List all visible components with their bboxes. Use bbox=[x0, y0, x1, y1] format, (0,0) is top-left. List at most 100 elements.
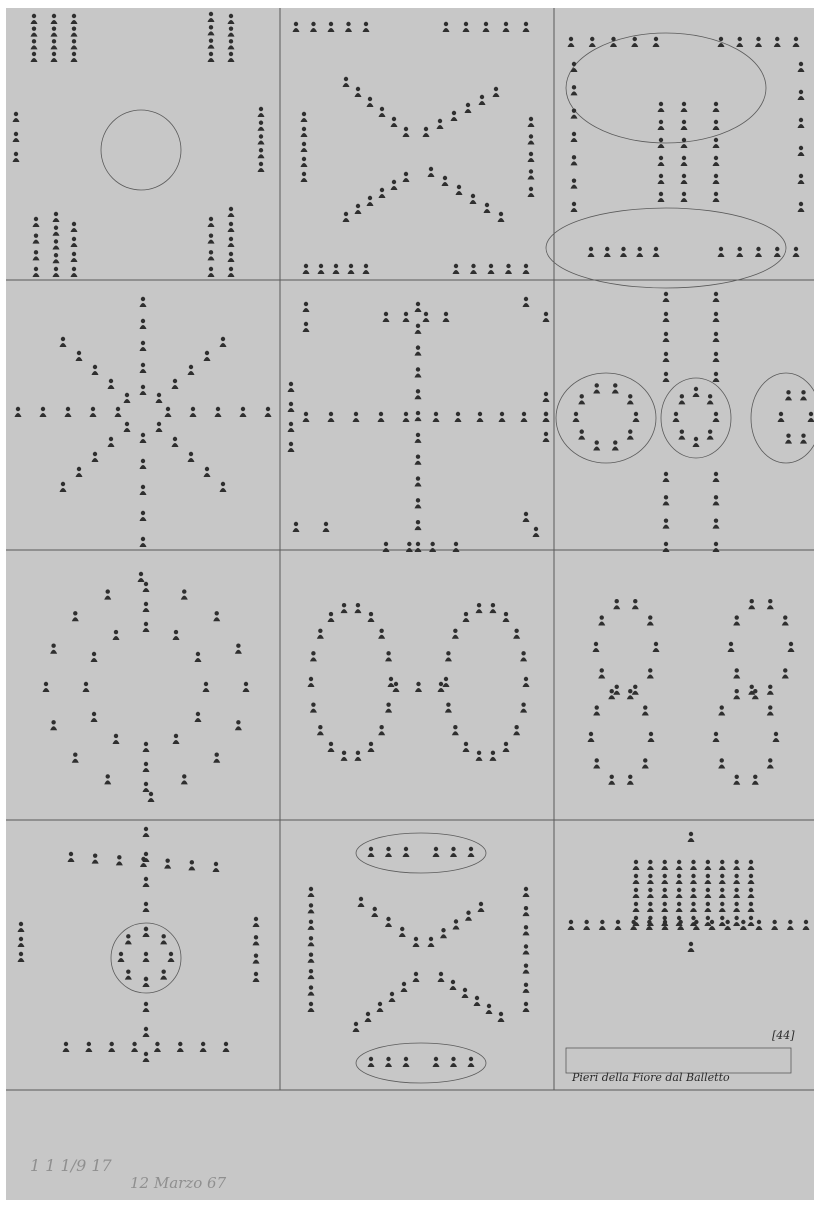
dancer-mark bbox=[403, 412, 410, 422]
dancer-mark bbox=[713, 542, 720, 552]
dancer-mark bbox=[663, 495, 670, 505]
dancer-mark bbox=[428, 937, 435, 947]
dancer-mark bbox=[140, 385, 147, 395]
dancer-mark bbox=[323, 522, 330, 532]
dancer-mark bbox=[676, 888, 683, 898]
dancer-mark bbox=[188, 365, 195, 375]
dancer-mark bbox=[463, 742, 470, 752]
drawing-sheet: [44] Pieri della Fiore dal Balletto 1 1 … bbox=[6, 8, 814, 1200]
dancer-mark bbox=[368, 612, 375, 622]
dancer-mark bbox=[72, 753, 79, 763]
dancer-mark bbox=[713, 192, 720, 202]
dancer-mark bbox=[328, 612, 335, 622]
dancer-mark bbox=[253, 935, 260, 945]
dancer-mark bbox=[443, 312, 450, 322]
dancer-mark bbox=[523, 944, 530, 954]
dancer-mark bbox=[288, 442, 295, 452]
dancer-mark bbox=[53, 239, 60, 249]
dancer-mark bbox=[543, 312, 550, 322]
dancer-mark bbox=[736, 37, 743, 47]
dancer-mark bbox=[593, 383, 600, 393]
dancer-mark bbox=[476, 751, 483, 761]
dancer-mark bbox=[258, 134, 265, 144]
dancer-mark bbox=[406, 542, 413, 552]
dancer-mark bbox=[608, 775, 615, 785]
dancer-mark bbox=[318, 264, 325, 274]
dancer-mark bbox=[661, 874, 668, 884]
dancer-mark bbox=[653, 247, 660, 257]
dancer-mark bbox=[647, 888, 654, 898]
dancer-mark bbox=[143, 742, 150, 752]
dancer-mark bbox=[433, 847, 440, 857]
dancer-mark bbox=[767, 685, 774, 695]
dancer-mark bbox=[782, 668, 789, 678]
dancer-mark bbox=[523, 677, 530, 687]
dancer-mark bbox=[798, 118, 805, 128]
dancer-mark bbox=[493, 87, 500, 97]
dancer-mark bbox=[707, 394, 714, 404]
dancer-mark bbox=[658, 156, 665, 166]
dancer-mark bbox=[713, 138, 720, 148]
dancer-mark bbox=[308, 936, 315, 946]
dancer-mark bbox=[474, 996, 481, 1006]
dancer-mark bbox=[647, 874, 654, 884]
formation-outline bbox=[751, 373, 814, 463]
dancer-mark bbox=[713, 352, 720, 362]
dancer-mark bbox=[599, 920, 606, 930]
dancer-mark bbox=[341, 603, 348, 613]
dancer-mark bbox=[633, 902, 640, 912]
dancer-mark bbox=[647, 615, 654, 625]
dancer-mark bbox=[499, 412, 506, 422]
dancer-mark bbox=[748, 860, 755, 870]
dancer-mark bbox=[800, 433, 807, 443]
dancer-mark bbox=[713, 292, 720, 302]
dancer-mark bbox=[51, 39, 58, 49]
dancer-mark bbox=[368, 1057, 375, 1067]
dancer-mark bbox=[220, 482, 227, 492]
dancer-mark bbox=[125, 969, 132, 979]
dancer-mark bbox=[523, 983, 530, 993]
dancer-mark bbox=[190, 407, 197, 417]
dancer-mark bbox=[415, 302, 422, 312]
dancer-mark bbox=[177, 1042, 184, 1052]
dancer-mark bbox=[31, 52, 38, 62]
dancer-mark bbox=[288, 402, 295, 412]
dancer-mark bbox=[445, 702, 452, 712]
dancer-mark bbox=[317, 629, 324, 639]
dancer-mark bbox=[450, 1057, 457, 1067]
dancer-mark bbox=[401, 982, 408, 992]
dancer-mark bbox=[663, 372, 670, 382]
dancer-mark bbox=[713, 312, 720, 322]
dancer-mark bbox=[328, 742, 335, 752]
dancer-mark bbox=[713, 332, 720, 342]
plate-title: Pieri della Fiore dal Balletto bbox=[572, 1071, 772, 1084]
dancer-mark bbox=[632, 599, 639, 609]
dancer-mark bbox=[798, 174, 805, 184]
dancer-mark bbox=[310, 702, 317, 712]
dancer-mark bbox=[33, 233, 40, 243]
dancer-mark bbox=[143, 877, 150, 887]
dancer-mark bbox=[208, 250, 215, 260]
formation-outline bbox=[566, 33, 766, 143]
dancer-mark bbox=[213, 753, 220, 763]
dancer-mark bbox=[489, 751, 496, 761]
dancer-mark bbox=[415, 542, 422, 552]
dancer-mark bbox=[143, 1027, 150, 1037]
dancer-mark bbox=[808, 412, 815, 422]
dancer-mark bbox=[118, 952, 125, 962]
dancer-mark bbox=[53, 267, 60, 277]
dancer-mark bbox=[415, 433, 422, 443]
dancer-mark bbox=[223, 1042, 230, 1052]
dancer-mark bbox=[523, 264, 530, 274]
dancer-mark bbox=[633, 860, 640, 870]
dancer-mark bbox=[523, 906, 530, 916]
dancer-mark bbox=[598, 668, 605, 678]
dancer-mark bbox=[543, 412, 550, 422]
dancer-mark bbox=[673, 412, 680, 422]
pencil-note: 1 1 1/9 17 bbox=[30, 1156, 112, 1175]
dancer-mark bbox=[194, 652, 201, 662]
dancer-mark bbox=[773, 732, 780, 742]
dancer-mark bbox=[203, 682, 210, 692]
dancer-mark bbox=[453, 542, 460, 552]
dancer-mark bbox=[208, 217, 215, 227]
